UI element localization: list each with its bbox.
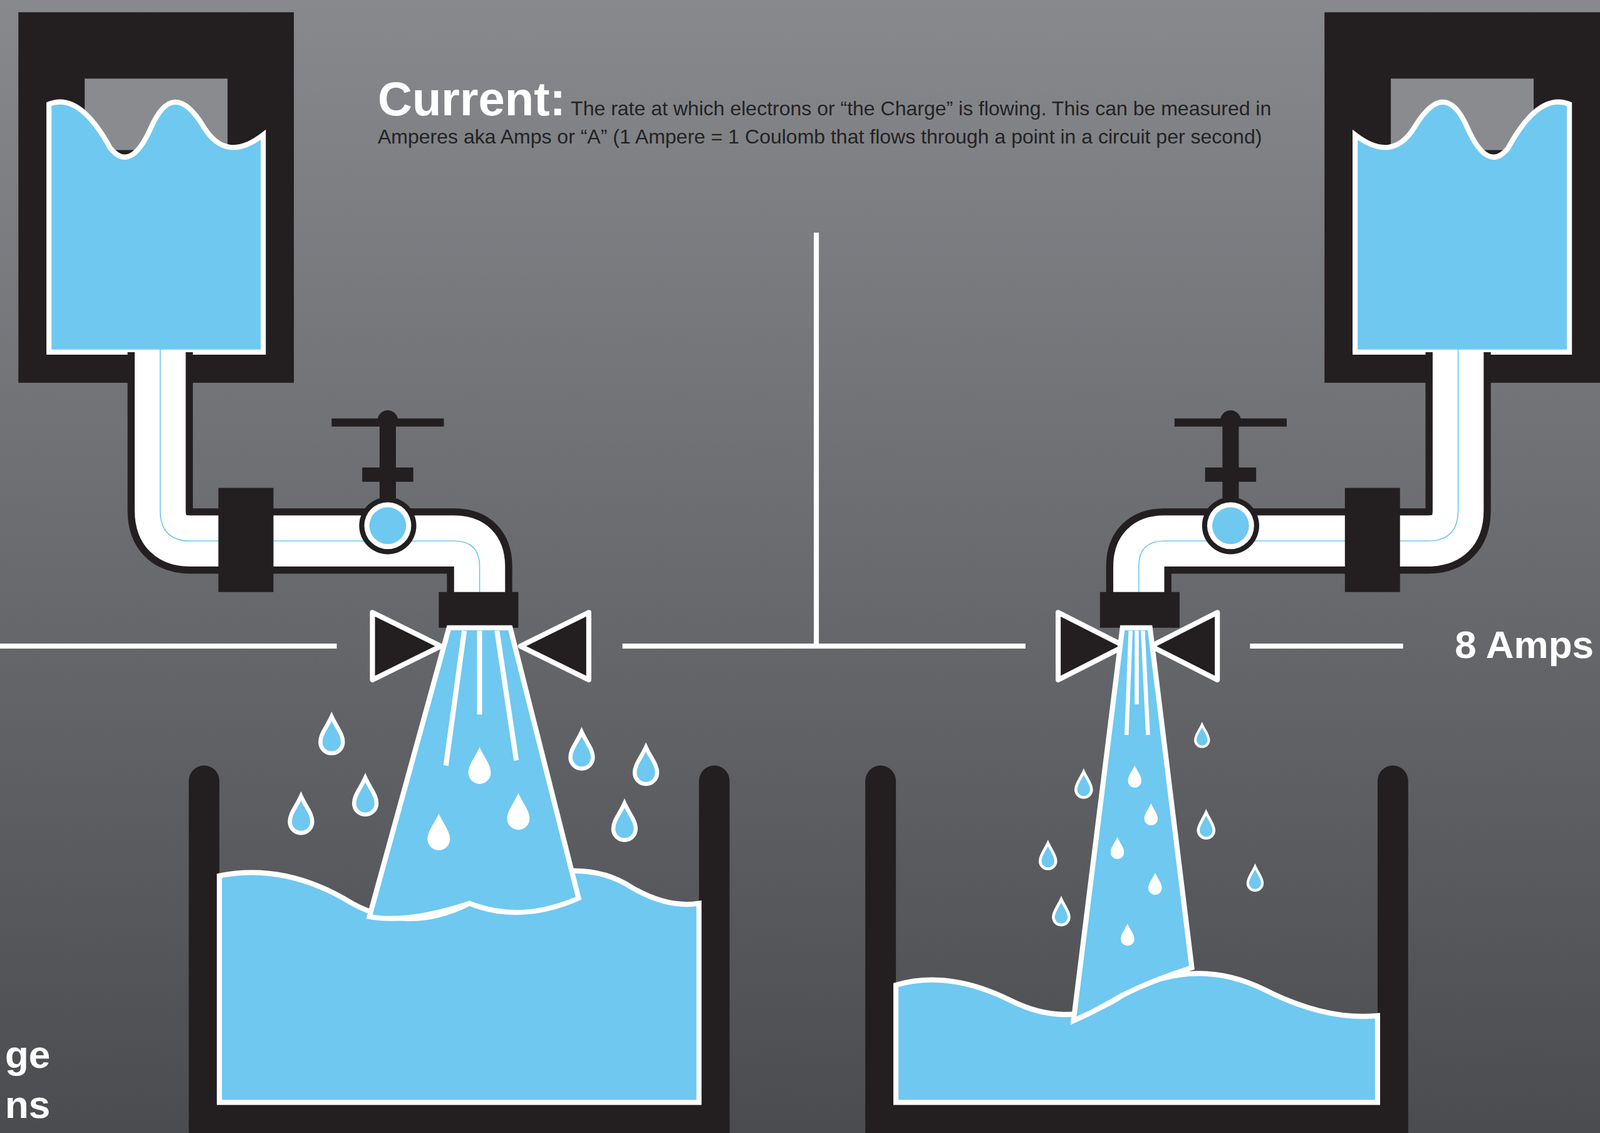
water-drop <box>468 746 492 784</box>
water-drop <box>1110 836 1125 859</box>
water-drop <box>1148 872 1163 895</box>
water-drop <box>1195 724 1210 747</box>
title: Current: <box>377 72 566 126</box>
water-drop <box>1128 765 1143 788</box>
water-drop <box>570 731 594 769</box>
water-drop <box>353 777 377 815</box>
water-drop <box>1247 866 1263 891</box>
water-drop <box>1144 803 1159 826</box>
water-drop <box>320 716 343 754</box>
water-drop <box>1039 842 1056 869</box>
water-drop <box>427 813 450 851</box>
water-drop <box>1075 771 1092 797</box>
value-label: ge <box>5 1032 51 1077</box>
water-drop <box>613 803 636 841</box>
water-drop <box>290 795 313 833</box>
water-drop <box>634 746 658 784</box>
water-drop <box>507 793 530 831</box>
value-label: 8 Amps <box>1454 622 1594 667</box>
heading-block: Current: The rate at which electrons or … <box>377 73 1299 150</box>
water-drop <box>1198 812 1215 839</box>
water-drop <box>1120 923 1135 946</box>
value-label: ns <box>5 1082 51 1127</box>
water-drop <box>1053 898 1069 925</box>
